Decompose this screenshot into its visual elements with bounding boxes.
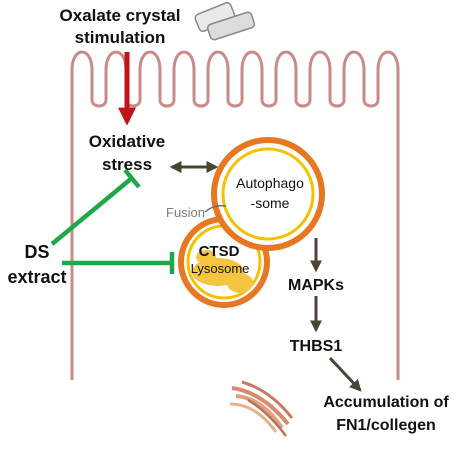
oxalate-crystal-icon (194, 1, 256, 41)
lysosome-label: Lysosome (191, 261, 250, 276)
accumulation-label-line1: Accumulation of (323, 394, 449, 411)
autophagosome (211, 137, 325, 251)
stimulus-label-line2: stimulation (75, 28, 166, 47)
stimulus-label-line1: Oxalate crystal (60, 6, 181, 25)
thbs1-to-accumulation-arrow (328, 356, 362, 392)
ds-inhibition-lysosome (62, 252, 175, 274)
autophagosome-label-line2: -some (251, 195, 290, 211)
thbs1-label: THBS1 (290, 338, 343, 355)
oxidative-stress-label-line2: stress (102, 155, 152, 174)
mapks-label: MAPKs (288, 277, 344, 294)
oxidative-stress-label-line1: Oxidative (89, 132, 166, 151)
collagen-fiber-icon (229, 380, 294, 437)
ds-extract-label-line1: DS (24, 242, 49, 262)
accumulation-label-line2: FN1/collegen (336, 417, 436, 434)
autophagosome-label-line1: Autophago (236, 175, 304, 191)
ds-extract-label-line2: extract (7, 267, 66, 287)
fusion-pointer (204, 204, 227, 213)
ds-inhibition-oxidative (50, 168, 141, 246)
ctsd-label: CTSD (199, 243, 240, 260)
fusion-label: Fusion (166, 205, 205, 220)
